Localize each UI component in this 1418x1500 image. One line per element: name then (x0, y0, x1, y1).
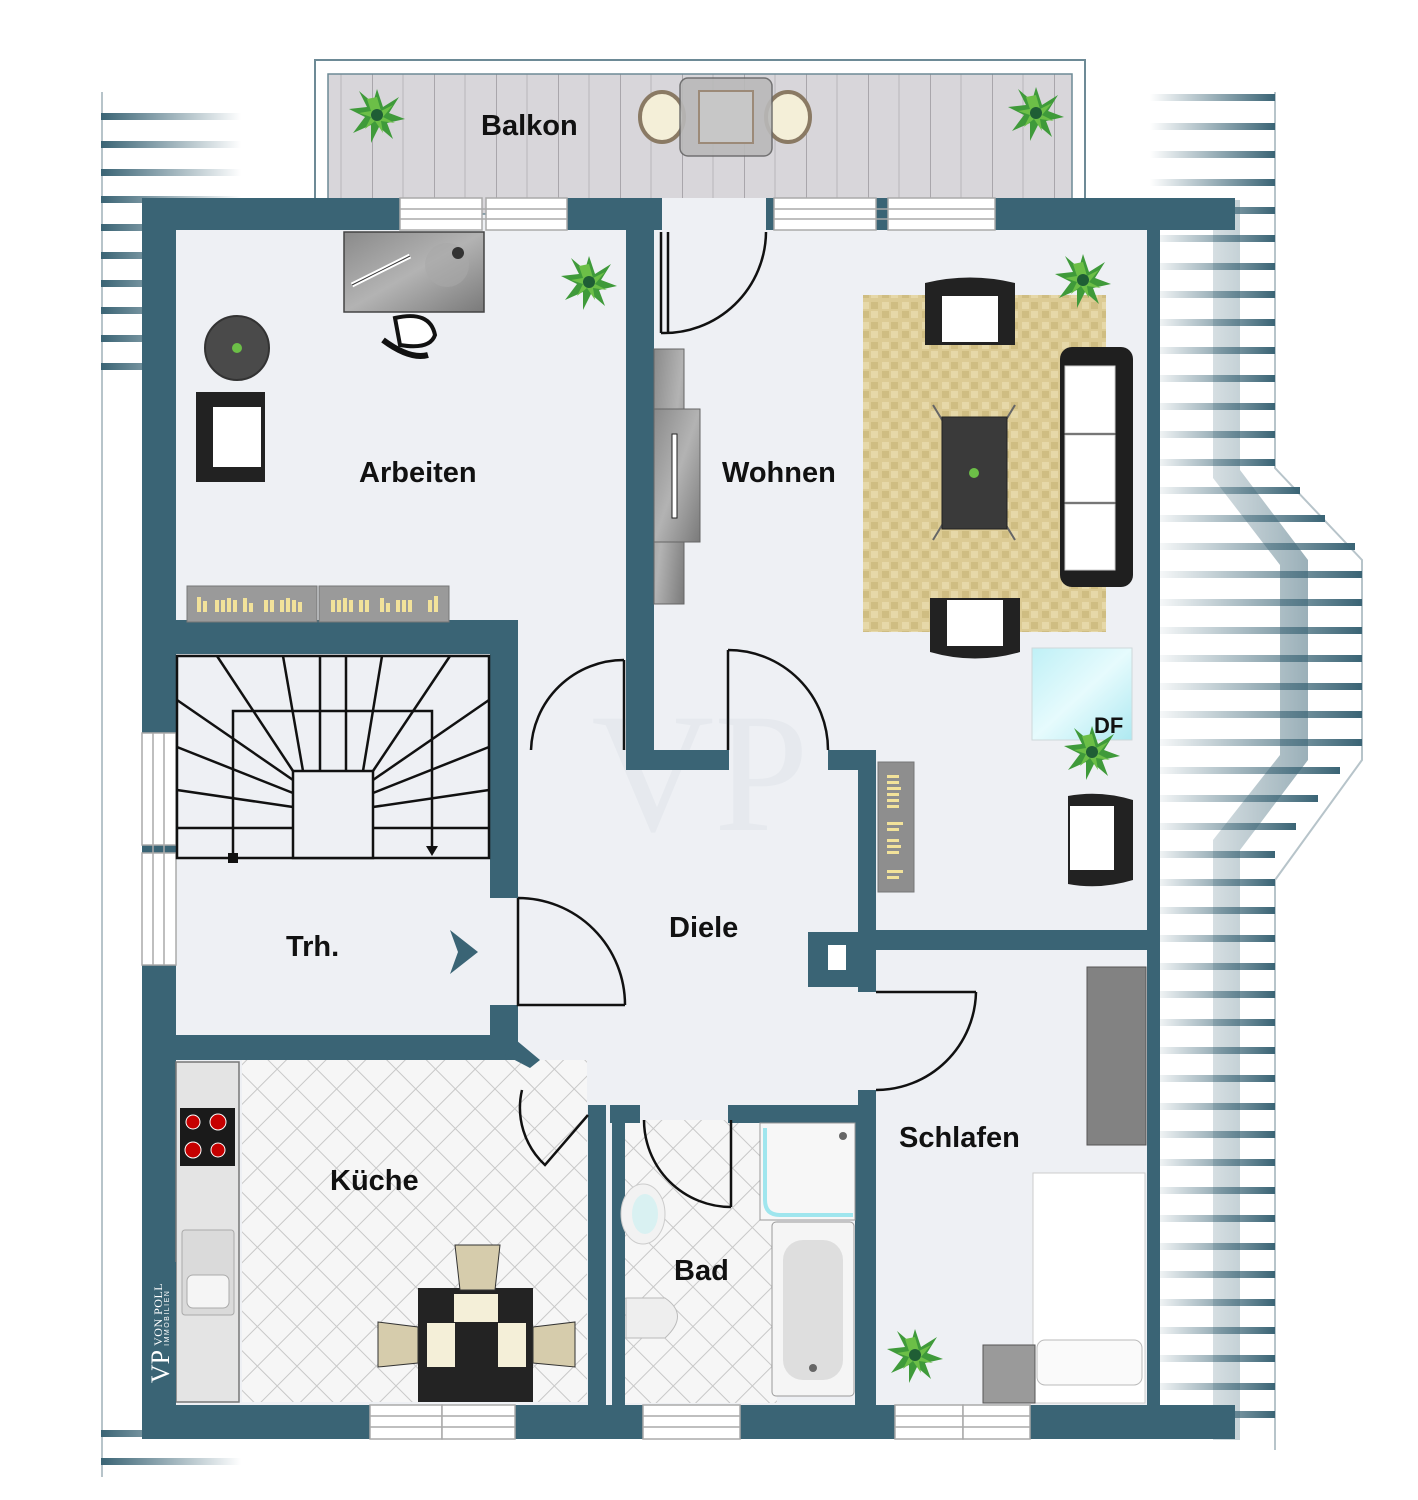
room-label-diele: Diele (669, 912, 739, 944)
low-shelf (186, 585, 450, 623)
shaft (828, 945, 846, 970)
logo-name: VON POLL (150, 1282, 165, 1346)
logo-subtitle: IMMOBILIEN (163, 1289, 171, 1346)
schlafen-furniture (887, 966, 1147, 1404)
roof-hatching-right (1150, 92, 1363, 1450)
room-label-trh: Trh. (286, 931, 340, 963)
doors (516, 231, 978, 1209)
von-poll-logo: VP VON POLL IMMOBILIEN (146, 1262, 176, 1404)
kueche-furniture (175, 1061, 576, 1403)
shower-icon (759, 1122, 856, 1221)
walls (142, 198, 1235, 1439)
wall-shelf (877, 761, 915, 893)
arbeiten-furniture (186, 231, 617, 623)
armchair (196, 392, 265, 482)
skylight-label: DF (1094, 713, 1124, 738)
armchair-right (1068, 793, 1133, 887)
room-label-arbeiten: Arbeiten (359, 457, 477, 489)
entrance-arrow-icon (450, 930, 478, 974)
sofa (1060, 347, 1133, 587)
office-chair (392, 314, 438, 349)
nightstand (982, 1344, 1036, 1404)
balcony (314, 59, 1086, 215)
watermark: VP (591, 679, 808, 867)
room-label-schlafen: Schlafen (899, 1122, 1020, 1154)
coffee-table (932, 404, 1016, 541)
balcony-table-set (638, 77, 812, 157)
armchair-top (925, 277, 1015, 345)
room-label-balkon: Balkon (481, 110, 578, 142)
armchair-bottom (930, 598, 1020, 659)
wohnen-furniture (653, 254, 1133, 893)
logo-monogram: VP (146, 1349, 175, 1384)
dining-table (377, 1244, 576, 1402)
tv-sideboard (653, 348, 701, 605)
skylight (1031, 647, 1133, 741)
wardrobe (1086, 966, 1147, 1146)
staircase (175, 654, 491, 863)
room-label-kueche: Küche (330, 1165, 419, 1197)
room-label-bad: Bad (674, 1255, 729, 1287)
room-label-wohnen: Wohnen (722, 457, 836, 489)
toilet-icon (625, 1297, 678, 1339)
bad-furniture (620, 1122, 856, 1397)
